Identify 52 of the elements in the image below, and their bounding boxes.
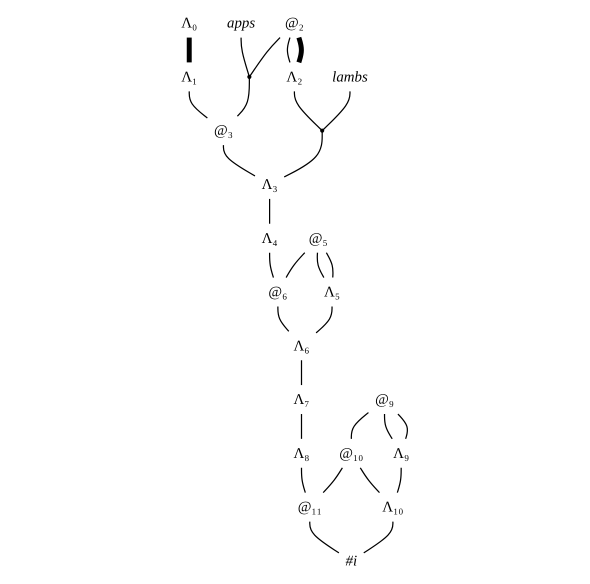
connector xyxy=(300,468,306,493)
connector xyxy=(240,38,250,76)
node-text: apps xyxy=(226,14,255,31)
connector xyxy=(250,37,280,76)
connector xyxy=(286,37,290,63)
node-circle xyxy=(320,128,324,133)
node-text: @₆ xyxy=(268,283,288,300)
node-text: Λ₈ xyxy=(293,444,310,462)
connector xyxy=(300,414,302,439)
node-text: Λ₃ xyxy=(261,176,278,192)
node-text: @₉ xyxy=(374,390,394,408)
connector xyxy=(384,414,393,440)
node-text: Λ₉ xyxy=(392,444,409,462)
connector xyxy=(326,252,334,278)
connector xyxy=(360,467,380,494)
node-text: Λ₇ xyxy=(293,390,310,408)
node-text: @₅ xyxy=(308,230,328,246)
node-text: Λ₂ xyxy=(286,68,302,85)
connector xyxy=(363,522,394,554)
connector xyxy=(350,412,369,439)
connector xyxy=(268,198,270,224)
connector xyxy=(296,36,304,64)
connector xyxy=(316,306,332,334)
connector xyxy=(300,360,302,386)
connector xyxy=(322,91,350,130)
node-text: Λ₆ xyxy=(293,337,310,354)
node-text: @₂ xyxy=(284,14,304,31)
node-text: Λ₅ xyxy=(324,283,340,300)
node-text: Λ₁₀ xyxy=(382,498,404,515)
connector xyxy=(268,252,274,278)
connector xyxy=(396,468,402,493)
node-text: Λ₁ xyxy=(181,68,198,85)
node-text: Λ₀ xyxy=(181,14,198,31)
connector xyxy=(294,91,322,130)
connector xyxy=(316,252,324,278)
node-text: lambs xyxy=(332,68,368,85)
connector xyxy=(222,145,256,176)
connector xyxy=(322,467,343,494)
connector xyxy=(188,91,208,118)
connector xyxy=(284,132,323,178)
node-circle xyxy=(247,74,252,79)
connector xyxy=(277,306,290,332)
node-text: @₃ xyxy=(214,122,233,139)
connector xyxy=(285,252,305,278)
node-text: @₁₀ xyxy=(339,444,364,462)
connector xyxy=(236,78,250,117)
connector xyxy=(186,37,192,63)
connector xyxy=(308,522,340,554)
node-text: #i xyxy=(345,552,357,569)
node-text: @₁₁ xyxy=(298,498,322,515)
node-text: Λ₄ xyxy=(261,230,278,246)
connector xyxy=(397,414,408,440)
